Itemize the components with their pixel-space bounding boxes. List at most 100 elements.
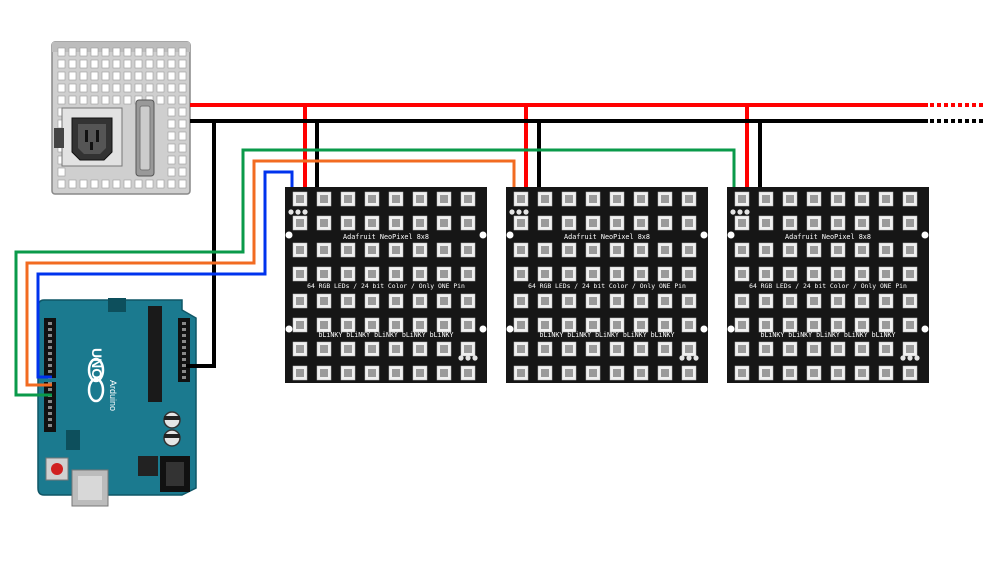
rgb-led — [436, 341, 452, 357]
rgb-led — [513, 365, 529, 381]
rgb-led — [830, 191, 846, 207]
rgb-led — [782, 215, 798, 231]
rgb-led — [758, 341, 774, 357]
rgb-led — [585, 215, 601, 231]
rgb-led — [537, 341, 553, 357]
psu-vent — [167, 107, 176, 117]
rgb-led — [854, 191, 870, 207]
psu-vent — [123, 179, 132, 189]
header-pin — [182, 346, 186, 349]
rgb-led — [681, 242, 697, 258]
rgb-led — [388, 365, 404, 381]
psu-vent — [156, 71, 165, 81]
rgb-led — [364, 317, 380, 333]
rgb-led — [340, 215, 356, 231]
header-pin — [48, 334, 52, 337]
rgb-led — [412, 242, 428, 258]
rgb-led — [854, 293, 870, 309]
header-pin — [48, 424, 52, 427]
rgb-led — [316, 215, 332, 231]
rgb-led — [292, 365, 308, 381]
rgb-led — [340, 266, 356, 282]
psu-vent — [145, 179, 154, 189]
psu-vent — [90, 83, 99, 93]
rgb-led — [537, 191, 553, 207]
rgb-led — [585, 341, 601, 357]
rgb-led — [537, 266, 553, 282]
psu-vent — [134, 83, 143, 93]
rgb-led — [412, 215, 428, 231]
output-pad — [679, 355, 685, 361]
psu-vent — [156, 95, 165, 105]
rgb-led — [633, 215, 649, 231]
rgb-led — [878, 317, 894, 333]
rgb-led — [806, 317, 822, 333]
rgb-led — [734, 293, 750, 309]
rgb-led — [902, 242, 918, 258]
rgb-led — [460, 341, 476, 357]
rgb-led — [734, 191, 750, 207]
mount-hole — [285, 231, 293, 239]
output-pad — [465, 355, 471, 361]
mount-hole — [921, 325, 929, 333]
rgb-led — [436, 293, 452, 309]
psu-vent — [178, 47, 187, 57]
psu-vent — [112, 71, 121, 81]
psu-vent — [79, 47, 88, 57]
rgb-led — [878, 191, 894, 207]
rgb-led — [758, 293, 774, 309]
rgb-led — [830, 317, 846, 333]
psu-vent — [57, 95, 66, 105]
rgb-led — [460, 191, 476, 207]
psu-vent — [101, 95, 110, 105]
rgb-led — [902, 293, 918, 309]
rgb-led — [561, 242, 577, 258]
rgb-led — [854, 242, 870, 258]
rgb-led — [561, 191, 577, 207]
psu-vent — [68, 95, 77, 105]
rgb-led — [609, 242, 625, 258]
header-pin — [48, 400, 52, 403]
input-pad — [302, 209, 308, 215]
psu-vent — [112, 83, 121, 93]
psu-vent — [178, 119, 187, 129]
input-pad — [523, 209, 529, 215]
psu-vent — [156, 83, 165, 93]
rgb-led — [537, 215, 553, 231]
rgb-led — [609, 341, 625, 357]
rgb-led — [830, 293, 846, 309]
psu-vent — [90, 47, 99, 57]
psu-vent — [167, 143, 176, 153]
rgb-led — [734, 266, 750, 282]
header-pin — [182, 364, 186, 367]
rgb-led — [902, 341, 918, 357]
rgb-led — [633, 266, 649, 282]
rgb-led — [681, 341, 697, 357]
rgb-led — [340, 341, 356, 357]
rgb-led — [292, 266, 308, 282]
header-pin — [48, 358, 52, 361]
rgb-led — [436, 317, 452, 333]
rgb-led — [340, 191, 356, 207]
input-pad — [288, 209, 294, 215]
rgb-led — [657, 341, 673, 357]
rgb-led — [782, 266, 798, 282]
rgb-led — [340, 293, 356, 309]
psu-vent — [167, 131, 176, 141]
rgb-led — [609, 215, 625, 231]
rgb-led — [633, 341, 649, 357]
rgb-led — [902, 266, 918, 282]
ground-wire — [186, 119, 928, 368]
psu-vent — [90, 95, 99, 105]
rgb-led — [460, 365, 476, 381]
rgb-led — [806, 242, 822, 258]
psu-vent — [156, 59, 165, 69]
psu-vent — [167, 59, 176, 69]
psu-vent — [167, 71, 176, 81]
psu-vent — [123, 71, 132, 81]
rgb-led — [513, 191, 529, 207]
power-wire — [190, 103, 928, 187]
panel-subtitle: 64 RGB LEDs / 24 bit Color / Only ONE Pi… — [307, 282, 465, 290]
psu-vent — [123, 59, 132, 69]
psu-vent — [167, 95, 176, 105]
